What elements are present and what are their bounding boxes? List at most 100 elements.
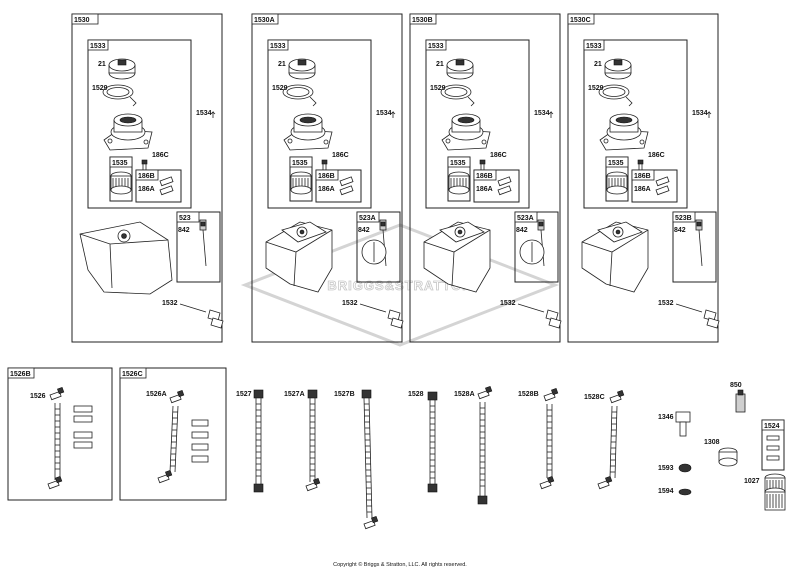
part-tag-523: 523A — [517, 215, 534, 222]
part-tag-186b-frame — [631, 169, 655, 181]
part-tag-186b-frame — [135, 169, 159, 181]
part-label-1528a: 1528A — [454, 391, 475, 398]
kit-panel-border — [567, 13, 719, 343]
part-label-1532: 1532 — [500, 300, 516, 307]
cap-assembly-id: 1533 — [270, 43, 286, 50]
copyright-text: Copyright © Briggs & Stratton, LLC. All … — [333, 561, 467, 568]
part-tag-1535: 1535 — [608, 160, 624, 167]
box-tag-1526b: 1526B — [10, 371, 31, 378]
part-label-21: 21 — [278, 61, 286, 68]
part-label-1527b: 1527B — [334, 391, 355, 398]
part-tag-1535-frame — [605, 156, 629, 168]
cap-assembly-box — [267, 39, 372, 209]
part-label-1532: 1532 — [658, 300, 674, 307]
part-tag-186b-frame — [473, 169, 497, 181]
part-label-1527: 1527 — [236, 391, 252, 398]
kit-panel-border — [409, 13, 561, 343]
part-label-186c: 186C — [490, 152, 507, 159]
part-label-1534: 1534 — [692, 110, 708, 117]
kit-panel-id: 1530B — [412, 17, 433, 24]
cap-parts — [79, 58, 224, 329]
part-tag-186b: 186B — [138, 173, 155, 180]
part-label-1529: 1529 — [272, 85, 288, 92]
part-label-1529: 1529 — [430, 85, 446, 92]
part-tag-1535: 1535 — [450, 160, 466, 167]
part-tag-1535-frame — [109, 156, 133, 168]
part-tag-1535-frame — [447, 156, 471, 168]
part-label-186c: 186C — [648, 152, 665, 159]
part-label-1526: 1526 — [30, 393, 46, 400]
part-label-1534: 1534 — [376, 110, 392, 117]
part-label-1528b: 1528B — [518, 391, 539, 398]
cap-assembly-id-frame — [267, 39, 289, 51]
part-label-850: 850 — [730, 382, 742, 389]
part-label-1526a: 1526A — [146, 391, 167, 398]
part-label-186a: 186A — [318, 186, 335, 193]
part-label-1534: 1534 — [534, 110, 550, 117]
cap-assembly-id: 1533 — [428, 43, 444, 50]
kit-panel-id: 1530C — [570, 17, 591, 24]
kit-panel-id-frame — [251, 13, 279, 25]
part-label-186a: 186A — [634, 186, 651, 193]
cap-assembly-id: 1533 — [586, 43, 602, 50]
cap-assembly-box — [425, 39, 530, 209]
part-tag-1535: 1535 — [292, 160, 308, 167]
box-tag-1524-frame — [761, 419, 785, 431]
part-tag-523-frame — [672, 211, 696, 223]
kit-panel-3: 1530B1533211529186C1535186B186A1534523A8… — [409, 13, 562, 343]
part-tag-1535: 1535 — [112, 160, 128, 167]
part-label-1529: 1529 — [588, 85, 604, 92]
kit-panel-id-frame — [567, 13, 595, 25]
cap-assembly-id-frame — [87, 39, 109, 51]
part-tag-186b: 186B — [634, 173, 651, 180]
box-tag-1526c: 1526C — [122, 371, 143, 378]
part-label-21: 21 — [98, 61, 106, 68]
part-label-186c: 186C — [152, 152, 169, 159]
part-label-1308: 1308 — [704, 439, 720, 446]
part-label-1529: 1529 — [92, 85, 108, 92]
box-tag-1526b-frame — [7, 367, 35, 379]
part-label-186a: 186A — [476, 186, 493, 193]
kit-panel-id-frame — [71, 13, 99, 25]
part-label-21: 21 — [436, 61, 444, 68]
part-tag-523: 523A — [359, 215, 376, 222]
part-label-1532: 1532 — [342, 300, 358, 307]
cap-assembly-box — [583, 39, 688, 209]
kit-panel-border — [71, 13, 223, 343]
part-label-1528: 1528 — [408, 391, 424, 398]
kit-panel-id-frame — [409, 13, 437, 25]
part-tag-1535-frame — [289, 156, 313, 168]
cap-assembly-box — [87, 39, 192, 209]
part-label-842: 842 — [674, 227, 686, 234]
part-label-186c: 186C — [332, 152, 349, 159]
box-tag-1526c-frame — [119, 367, 147, 379]
part-tag-523: 523B — [675, 215, 692, 222]
part-label-1594: 1594 — [658, 488, 674, 495]
part-tag-186b-frame — [315, 169, 339, 181]
part-tag-523-frame — [514, 211, 538, 223]
part-label-186a: 186A — [138, 186, 155, 193]
part-tag-523: 523 — [179, 215, 191, 222]
hose-and-hardware-row: 1526B 1526 1526C 1526A 1527 1527A 1527B 1528 152… — [7, 367, 786, 530]
part-tag-186b: 186B — [476, 173, 493, 180]
cap-parts — [265, 58, 404, 329]
kit-panel-4: 1530C 1533 21 1529 186C 1535 186B 186A 1534 523B 8… — [567, 13, 720, 343]
kit-panel-id: 1530A — [254, 17, 275, 24]
cap-assembly-id-frame — [583, 39, 605, 51]
kit-panel-border — [251, 13, 403, 343]
part-label-1528c: 1528C — [584, 394, 605, 401]
part-label-1027: 1027 — [744, 478, 760, 485]
kit-panel-1: 15301533211529186C1535186B186A1534523842… — [71, 13, 224, 343]
part-label-1534: 1534 — [196, 110, 212, 117]
cap-parts — [581, 58, 720, 329]
kit-panel-id: 1530 — [74, 17, 90, 24]
cap-assembly-id: 1533 — [90, 43, 106, 50]
part-label-21: 21 — [594, 61, 602, 68]
part-label-1346: 1346 — [658, 414, 674, 421]
part-tag-523-frame — [176, 211, 200, 223]
part-label-1527a: 1527A — [284, 391, 305, 398]
kit-panel-2: 1530A1533211529186C1535186B186A1534523A8… — [251, 13, 404, 343]
part-tag-523-frame — [356, 211, 380, 223]
